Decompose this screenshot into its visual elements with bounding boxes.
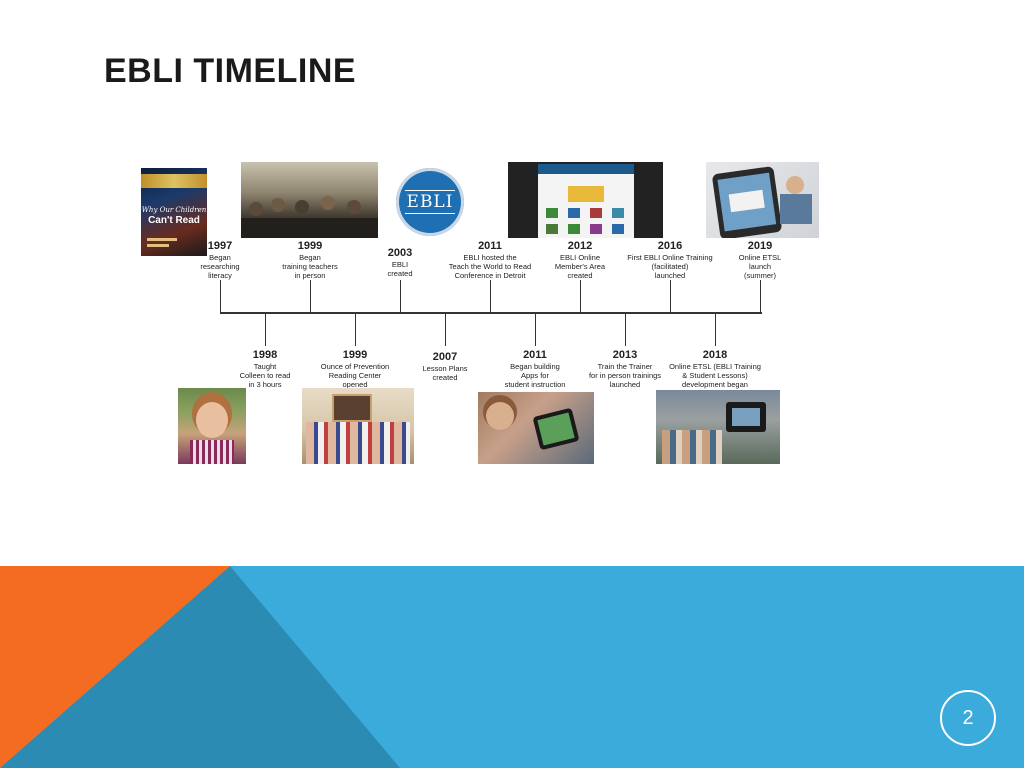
- online-training-tablet-photo: [706, 162, 819, 238]
- tick-2013: [625, 314, 626, 346]
- tick-2012: [580, 280, 581, 312]
- event-desc: Online ETSL launch (summer): [738, 253, 782, 280]
- event-2019: 2019 Online ETSL launch (summer): [700, 240, 820, 280]
- page-number: 2: [962, 706, 974, 729]
- event-year: 1999: [342, 349, 368, 361]
- event-2012: 2012 EBLI Online Member's Area created: [520, 240, 640, 280]
- ebli-logo-text: EBLI: [404, 190, 456, 214]
- event-2018: 2018 Online ETSL (EBLI Training & Studen…: [655, 349, 775, 389]
- etsl-video-recording-photo: [656, 390, 780, 464]
- event-desc: EBLI hosted the Teach the World to Read …: [448, 253, 532, 280]
- event-2011-below: 2011 Began building Apps for student ins…: [475, 349, 595, 389]
- reading-center-group-photo: [302, 388, 414, 464]
- tick-2018: [715, 314, 716, 346]
- book-cover-line2: Can't Read: [148, 215, 200, 226]
- footer-teal-triangle: [0, 566, 400, 768]
- tick-1997: [220, 280, 221, 312]
- event-desc: First EBLI Online Training (facilitated)…: [627, 253, 713, 280]
- event-1999-below: 1999 Ounce of Prevention Reading Center …: [295, 349, 415, 389]
- book-cover-image: Why Our Children Can't Read: [141, 168, 207, 256]
- tick-2011-above: [490, 280, 491, 312]
- event-year: 2012: [567, 240, 593, 252]
- page-number-badge: 2: [940, 690, 996, 746]
- book-cover-line1: Why Our Children: [141, 206, 207, 214]
- training-room-photo: [241, 162, 378, 238]
- tick-1999-below: [355, 314, 356, 346]
- event-desc: Began researching literacy: [200, 253, 240, 280]
- tick-1999-above: [310, 280, 311, 312]
- event-desc: Online ETSL (EBLI Training & Student Les…: [669, 362, 761, 389]
- event-year: 2013: [612, 349, 638, 361]
- event-year: 2011: [478, 240, 502, 252]
- member-area-screenshot: [508, 162, 663, 238]
- ebli-logo: EBLI: [396, 168, 464, 236]
- event-year: 1997: [207, 240, 233, 252]
- event-year: 2003: [387, 247, 413, 259]
- tick-2019: [760, 280, 761, 312]
- event-1997: 1997 Began researching literacy: [160, 240, 280, 280]
- footer-orange-triangle: [0, 566, 230, 768]
- event-2003: 2003 EBLI created: [340, 247, 460, 278]
- event-desc: Began training teachers in person: [282, 253, 338, 280]
- timeline-axis: [220, 312, 762, 314]
- event-desc: Taught Colleen to read in 3 hours: [239, 362, 291, 389]
- event-year: 2007: [432, 351, 458, 363]
- event-2016: 2016 First EBLI Online Training (facilit…: [610, 240, 730, 280]
- event-year: 1998: [252, 349, 278, 361]
- tick-1998: [265, 314, 266, 346]
- event-desc: EBLI created: [387, 260, 413, 278]
- event-2007: 2007 Lesson Plans created: [385, 351, 505, 382]
- event-year: 2018: [702, 349, 728, 361]
- tick-2011-below: [535, 314, 536, 346]
- event-year: 1999: [297, 240, 323, 252]
- event-year: 2011: [523, 349, 547, 361]
- event-year: 2019: [747, 240, 773, 252]
- event-1998: 1998 Taught Colleen to read in 3 hours: [205, 349, 325, 389]
- event-desc: Train the Trainer for in person training…: [588, 362, 662, 389]
- event-2011-above: 2011 EBLI hosted the Teach the World to …: [430, 240, 550, 280]
- kids-tablet-apps-photo: [478, 392, 594, 464]
- colleen-photo: [178, 388, 246, 464]
- tick-2007: [445, 314, 446, 346]
- event-desc: Began building Apps for student instruct…: [504, 362, 566, 389]
- event-desc: Lesson Plans created: [422, 364, 468, 382]
- event-desc: Ounce of Prevention Reading Center opene…: [320, 362, 390, 389]
- event-2013: 2013 Train the Trainer for in person tra…: [565, 349, 685, 389]
- event-1999-above: 1999 Began training teachers in person: [250, 240, 370, 280]
- slide-title: EBLI TIMELINE: [104, 52, 357, 90]
- tick-2003: [400, 280, 401, 312]
- footer-band: [0, 566, 1024, 768]
- tick-2016: [670, 280, 671, 312]
- event-desc: EBLI Online Member's Area created: [554, 253, 606, 280]
- event-year: 2016: [657, 240, 683, 252]
